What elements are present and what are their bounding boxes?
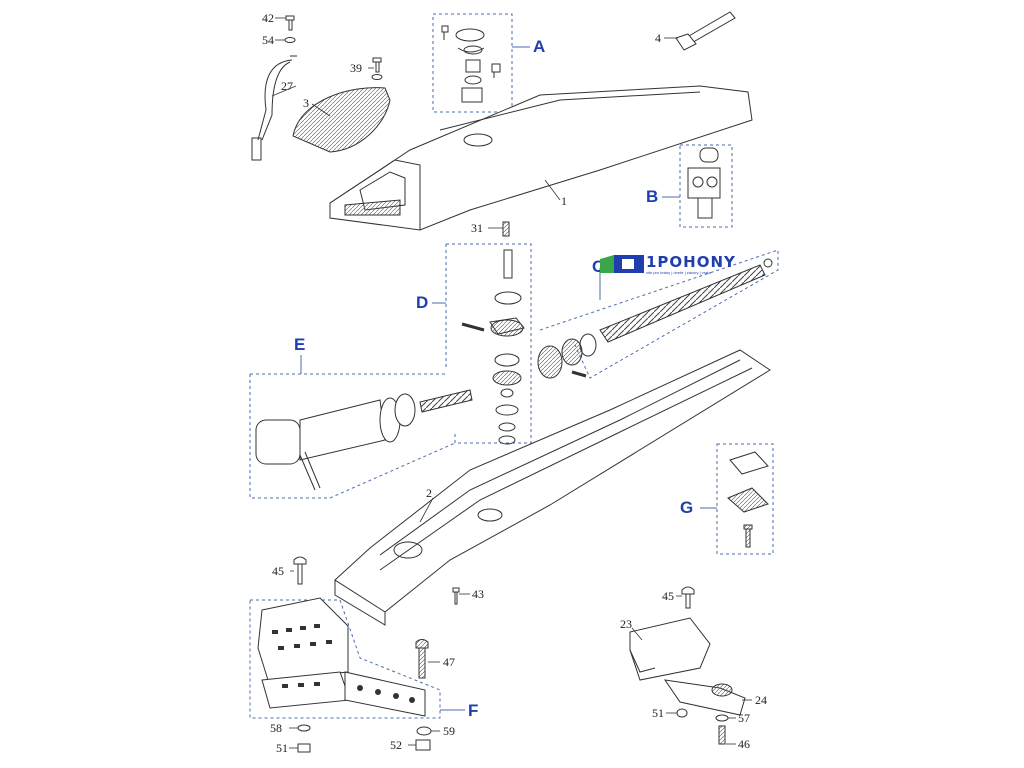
section-label-b: B xyxy=(646,187,659,206)
part-number-54: 54 xyxy=(262,33,274,47)
part-number-45: 45 xyxy=(272,564,284,578)
part-number-4: 4 xyxy=(655,31,661,45)
part-number-43: 43 xyxy=(472,587,484,601)
group-box-f xyxy=(249,599,441,719)
section-label-f: F xyxy=(468,701,479,720)
part-number-45: 45 xyxy=(662,589,674,603)
part-number-27: 27 xyxy=(281,79,293,93)
shell xyxy=(292,87,391,153)
section-label-e: E xyxy=(294,335,306,354)
group-box-a xyxy=(432,13,513,113)
part-number-23: 23 xyxy=(620,617,632,631)
cover xyxy=(329,85,753,231)
section-label-a: A xyxy=(533,37,546,56)
part-number-51: 51 xyxy=(276,741,288,755)
logo-tagline: vše pro brány | dveře | závory | vrata xyxy=(646,270,711,275)
part-number-52: 52 xyxy=(390,738,402,752)
brand-logo: 1POHONY vše pro brány | dveře | závory |… xyxy=(600,252,776,276)
logo-brand-text: 1POHONY xyxy=(646,253,736,271)
part-number-46: 46 xyxy=(738,737,750,751)
group-boxes xyxy=(249,13,779,719)
group-box-d xyxy=(446,243,532,444)
group-box-e xyxy=(249,373,456,499)
group-box-b xyxy=(679,144,733,228)
part-number-47: 47 xyxy=(443,655,455,669)
part-number-51: 51 xyxy=(652,706,664,720)
part-number-1: 1 xyxy=(561,194,567,208)
logo-flag-icon xyxy=(600,255,644,273)
part-number-31: 31 xyxy=(471,221,483,235)
part-number-2: 2 xyxy=(426,486,432,500)
part-number-58: 58 xyxy=(270,721,282,735)
group-box-g xyxy=(716,443,774,555)
part-number-39: 39 xyxy=(350,61,362,75)
part-number-24: 24 xyxy=(755,693,767,707)
section-label-d: D xyxy=(416,293,429,312)
section-label-g: G xyxy=(680,498,694,517)
group-box-c xyxy=(539,249,779,379)
base xyxy=(334,349,771,613)
part-number-59: 59 xyxy=(443,724,455,738)
part-number-42: 42 xyxy=(262,11,274,25)
part-number-57: 57 xyxy=(738,711,750,725)
part-number-3: 3 xyxy=(303,96,309,110)
